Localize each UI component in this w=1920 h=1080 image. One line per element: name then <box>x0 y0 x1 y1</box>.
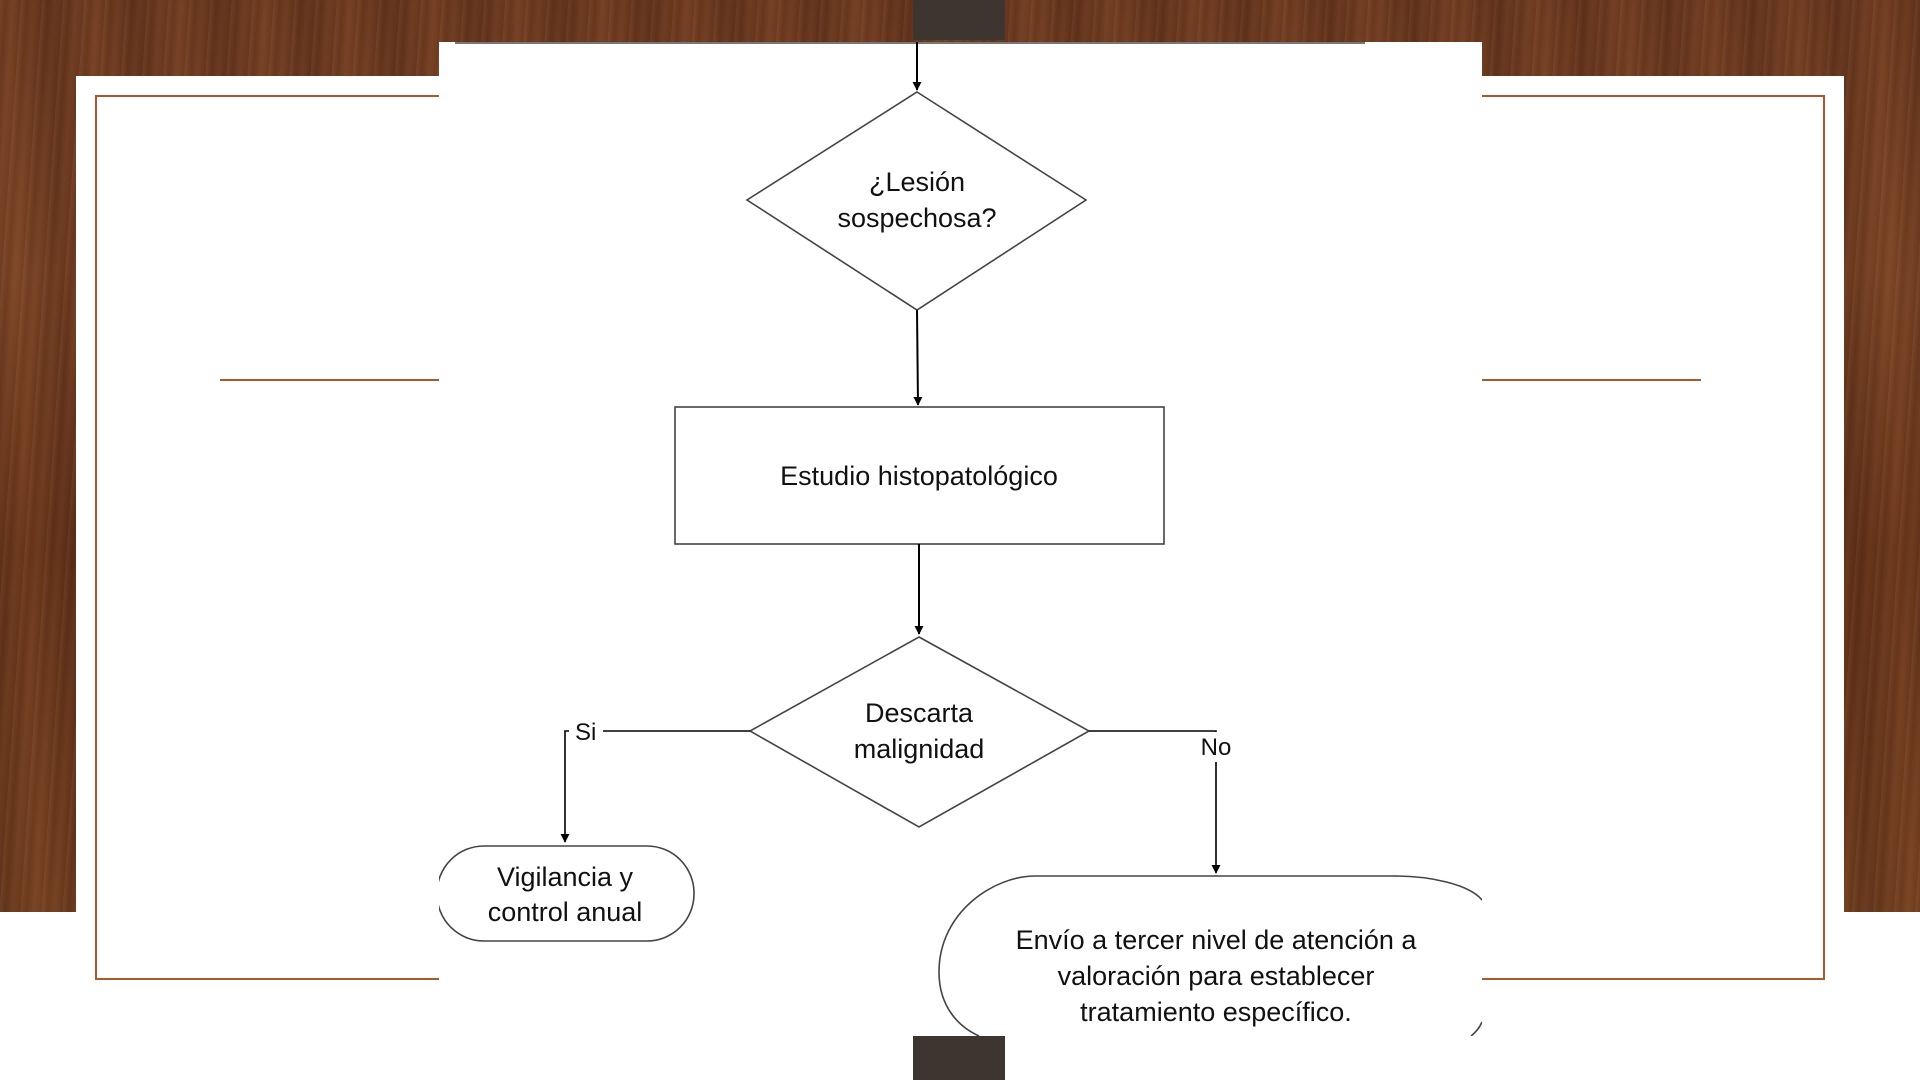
terminal-surveillance-line2: control anual <box>488 897 643 927</box>
decision-malignancy-line2: malignidad <box>854 734 985 764</box>
arrow-to-histopathology <box>913 309 923 406</box>
terminal-surveillance: Vigilancia y control anual <box>436 845 695 942</box>
decision-suspicious-lesion-line1: ¿Lesión <box>869 167 965 197</box>
process-histopathology-label: Estudio histopatológico <box>780 461 1058 491</box>
edge-label-no: No <box>1201 734 1232 761</box>
flowchart-panel: ¿Lesión sospechosa? Estudio histopatológ… <box>436 42 1483 1037</box>
decision-malignancy-line1: Descarta <box>865 698 974 728</box>
yes-label-bg <box>569 717 603 745</box>
connector-no-branch <box>1089 730 1221 874</box>
terminal-referral-line3: tratamiento específico. <box>1080 997 1352 1027</box>
no-label-bg <box>1195 732 1237 762</box>
decision-suspicious-lesion-line2: sospechosa? <box>837 203 996 233</box>
terminal-referral-line2: valoración para establecer <box>1058 961 1375 991</box>
top-tab <box>913 0 1005 40</box>
process-histopathology: Estudio histopatológico <box>674 406 1165 545</box>
terminal-surveillance-line1: Vigilancia y <box>497 862 634 892</box>
decision-rules-out-malignancy: Descarta malignidad <box>748 636 1091 828</box>
decision-suspicious-lesion: ¿Lesión sospechosa? <box>745 91 1088 311</box>
terminal-referral-line1: Envío a tercer nivel de atención a <box>1016 925 1418 955</box>
flowchart: ¿Lesión sospechosa? Estudio histopatológ… <box>436 42 1483 1037</box>
bottom-tab <box>913 1036 1005 1080</box>
connector-yes-branch <box>560 730 750 843</box>
terminal-referral: Envío a tercer nivel de atención a valor… <box>938 875 1483 1037</box>
edge-label-yes: Si <box>575 719 596 746</box>
